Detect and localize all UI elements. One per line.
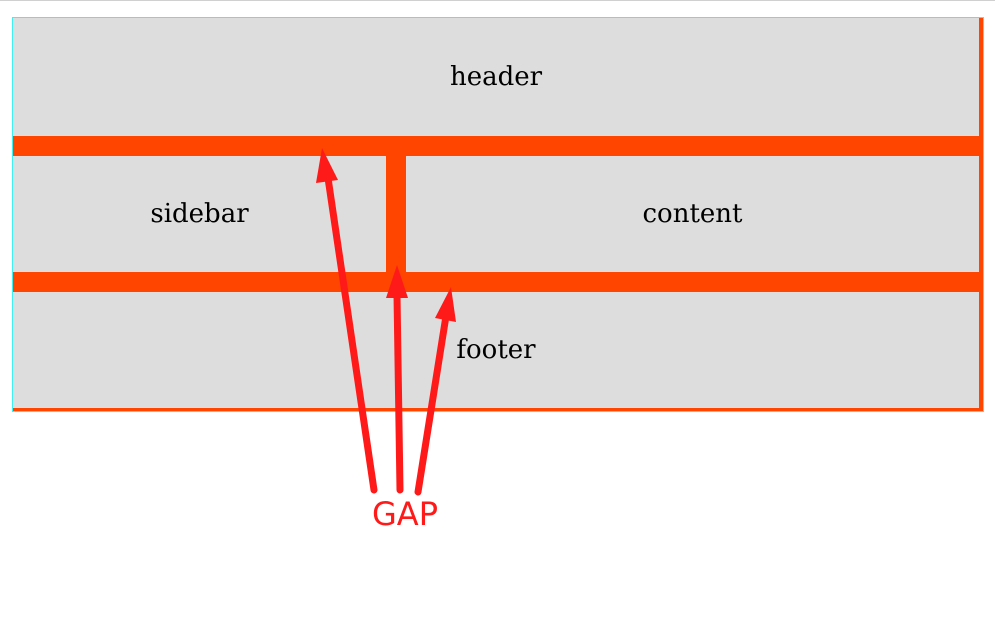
sidebar-area: sidebar bbox=[13, 156, 386, 272]
grid-container: header sidebar content footer bbox=[12, 17, 984, 412]
content-area: content bbox=[406, 156, 979, 272]
footer-area: footer bbox=[13, 292, 979, 408]
top-divider bbox=[0, 0, 995, 1]
header-area: header bbox=[13, 18, 979, 136]
gap-annotation-label: GAP bbox=[372, 495, 438, 533]
